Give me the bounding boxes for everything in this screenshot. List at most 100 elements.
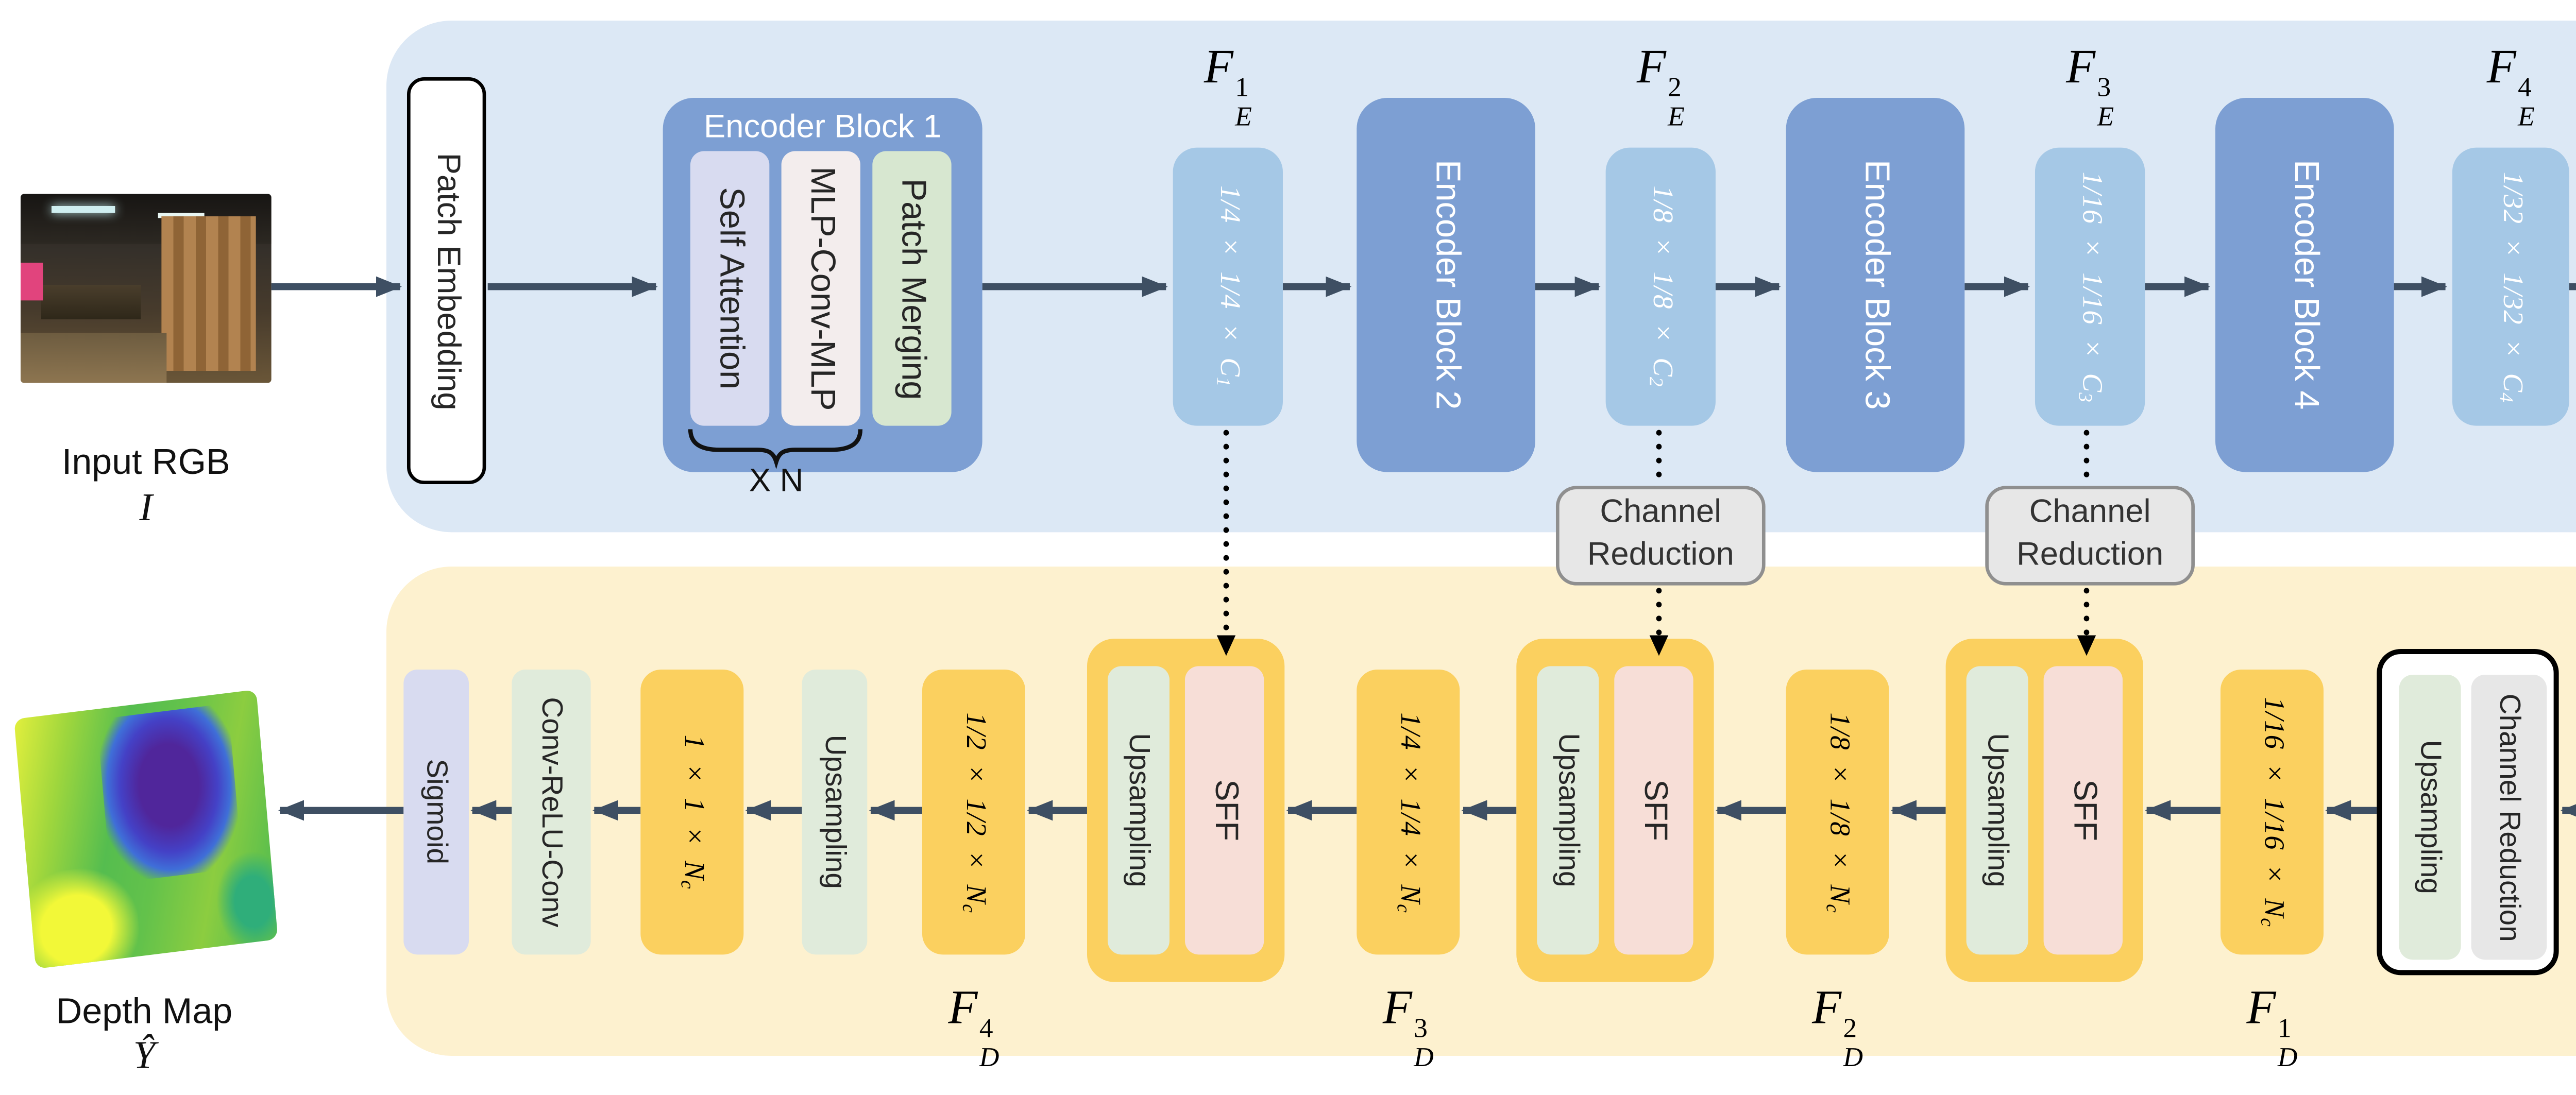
encoder-block-2: Encoder Block 2	[1357, 97, 1535, 472]
sff-box: SFF	[2043, 666, 2123, 955]
sff-box: SFF	[1184, 666, 1264, 955]
feature-dims: 1 × 1 × Nc	[676, 734, 711, 889]
symbol-sup: 2	[1668, 74, 1682, 103]
channel-reduction-label: Channel Reduction	[2016, 495, 2164, 574]
symbol-sup: 1	[1235, 74, 1249, 103]
channel-reduction-box: Channel Reduction	[2471, 674, 2547, 960]
symbol-base: F	[1204, 41, 1233, 95]
feature-dims: 1/8 × 1/8 × C2	[1645, 185, 1680, 388]
sigmoid-box: Sigmoid	[403, 669, 469, 955]
conv-relu-conv-label: Conv-ReLU-Conv	[535, 697, 569, 928]
feature-dims: 1/16 × 1/16 × C3	[2074, 171, 2109, 402]
self-attention-box: Self Attention	[690, 151, 770, 426]
patch-embedding-box: Patch Embedding	[406, 77, 486, 484]
upsampling-label: Upsampling	[819, 735, 852, 889]
decoder-feature-map-3: 1/4 × 1/4 × Nc	[1357, 669, 1460, 955]
depth-map-label: Depth Map	[56, 992, 233, 1032]
feature-dims: 1/2 × 1/2 × Nc	[958, 711, 993, 913]
encoder-feature-map-1: 1/4 × 1/4 × C1	[1173, 147, 1283, 426]
feature-dims: 1/4 × 1/4 × Nc	[1392, 711, 1428, 913]
symbol-sub: E	[2518, 102, 2535, 132]
photo-wood-panel	[161, 216, 257, 372]
sff-block-2: Upsampling SFF	[1516, 638, 1714, 982]
mlp-conv-mlp-box: MLP-Conv-MLP	[781, 151, 860, 426]
upsampling-box: Upsampling	[802, 669, 868, 955]
encoder-block-4: Encoder Block 4	[2215, 97, 2394, 472]
encoder-block-3: Encoder Block 3	[1786, 97, 1965, 472]
sff-label: SFF	[2065, 779, 2102, 842]
depth-map-image	[14, 689, 278, 969]
upsampling-box: Upsampling	[1966, 666, 2028, 955]
photo-light	[50, 205, 116, 212]
feature-dims: 1/4 × 1/4 × C1	[1212, 185, 1247, 388]
upsampling-label: Upsampling	[2414, 740, 2447, 895]
symbol-sub: E	[1235, 102, 1252, 132]
symbol-base: F	[2066, 41, 2096, 95]
symbol-sub: D	[979, 1043, 999, 1073]
decoder-input-block: Upsampling Channel Reduction	[2377, 648, 2559, 976]
patch-merging-label: Patch Merging	[893, 178, 932, 399]
symbol-base: F	[2246, 982, 2276, 1035]
mlp-conv-mlp-label: MLP-Conv-MLP	[803, 166, 841, 411]
patch-merging-box: Patch Merging	[872, 151, 952, 426]
symbol-base: F	[2486, 41, 2516, 95]
sigmoid-label: Sigmoid	[420, 759, 453, 865]
encoder-feature-map-4: 1/32 × 1/32 × C4	[2452, 147, 2569, 426]
sff-label: SFF	[1207, 779, 1244, 842]
decoder-feature-map-2: 1/8 × 1/8 × Nc	[1786, 669, 1889, 955]
symbol-sub: D	[1414, 1043, 1434, 1073]
upsampling-label: Upsampling	[1981, 733, 2014, 887]
symbol-sub: E	[1668, 102, 1685, 132]
depth-map-mid-region	[212, 847, 278, 956]
symbol-sup: 2	[1843, 1014, 1857, 1044]
upsampling-box: Upsampling	[1537, 666, 1599, 955]
sff-box: SFF	[1614, 666, 1693, 955]
symbol-base: F	[948, 982, 978, 1035]
repeat-count-label: X N	[749, 463, 804, 500]
input-rgb-image	[20, 194, 272, 383]
photo-furniture	[40, 284, 141, 319]
conv-relu-conv-box: Conv-ReLU-Conv	[512, 669, 591, 955]
symbol-sup: 3	[1414, 1014, 1428, 1044]
symbol-sub: D	[1843, 1043, 1863, 1073]
encoder-block-1-title: Encoder Block 1	[704, 110, 942, 146]
upsampling-label: Upsampling	[1123, 733, 1156, 887]
symbol-base: F	[1812, 982, 1842, 1035]
symbol-sup: 4	[979, 1014, 993, 1044]
encoder-block-1: Encoder Block 1 Self Attention MLP-Conv-…	[663, 97, 982, 472]
encoder-feature-map-3: 1/16 × 1/16 × C3	[2035, 147, 2145, 426]
sff-label: SFF	[1636, 779, 1673, 842]
input-symbol: I	[139, 486, 153, 529]
final-conv-box: 1 × 1 × Nc	[640, 669, 744, 955]
decoder-feature-map-4: 1/2 × 1/2 × Nc	[922, 669, 1025, 955]
symbol-base: F	[1382, 982, 1412, 1035]
photo-floor	[20, 334, 166, 383]
symbol-sup: 3	[2097, 74, 2111, 103]
encoder-block-2-label: Encoder Block 2	[1428, 160, 1466, 410]
output-symbol: Ŷ	[133, 1033, 156, 1076]
channel-reduction-label: Channel Reduction	[2493, 693, 2527, 942]
photo-light	[158, 213, 204, 218]
feature-dims: 1/16 × 1/16 × Nc	[2256, 697, 2291, 927]
upsampling-box: Upsampling	[2399, 674, 2461, 960]
symbol-sup: 4	[2518, 74, 2532, 103]
photo-sign	[20, 262, 43, 300]
feature-dims: 1/8 × 1/8 × Nc	[1821, 711, 1857, 913]
symbol-sub: D	[2277, 1043, 2298, 1073]
symbol-base: F	[1636, 41, 1666, 95]
channel-reduction-bridge-1: Channel Reduction	[1555, 486, 1766, 586]
self-attention-label: Self Attention	[711, 187, 750, 390]
symbol-sup: 1	[2277, 1014, 2292, 1044]
input-rgb-label: Input RGB	[61, 442, 230, 483]
sff-block-3: Upsampling SFF	[1945, 638, 2143, 982]
depth-map-far-region	[14, 861, 145, 969]
upsampling-box: Upsampling	[1107, 666, 1170, 955]
